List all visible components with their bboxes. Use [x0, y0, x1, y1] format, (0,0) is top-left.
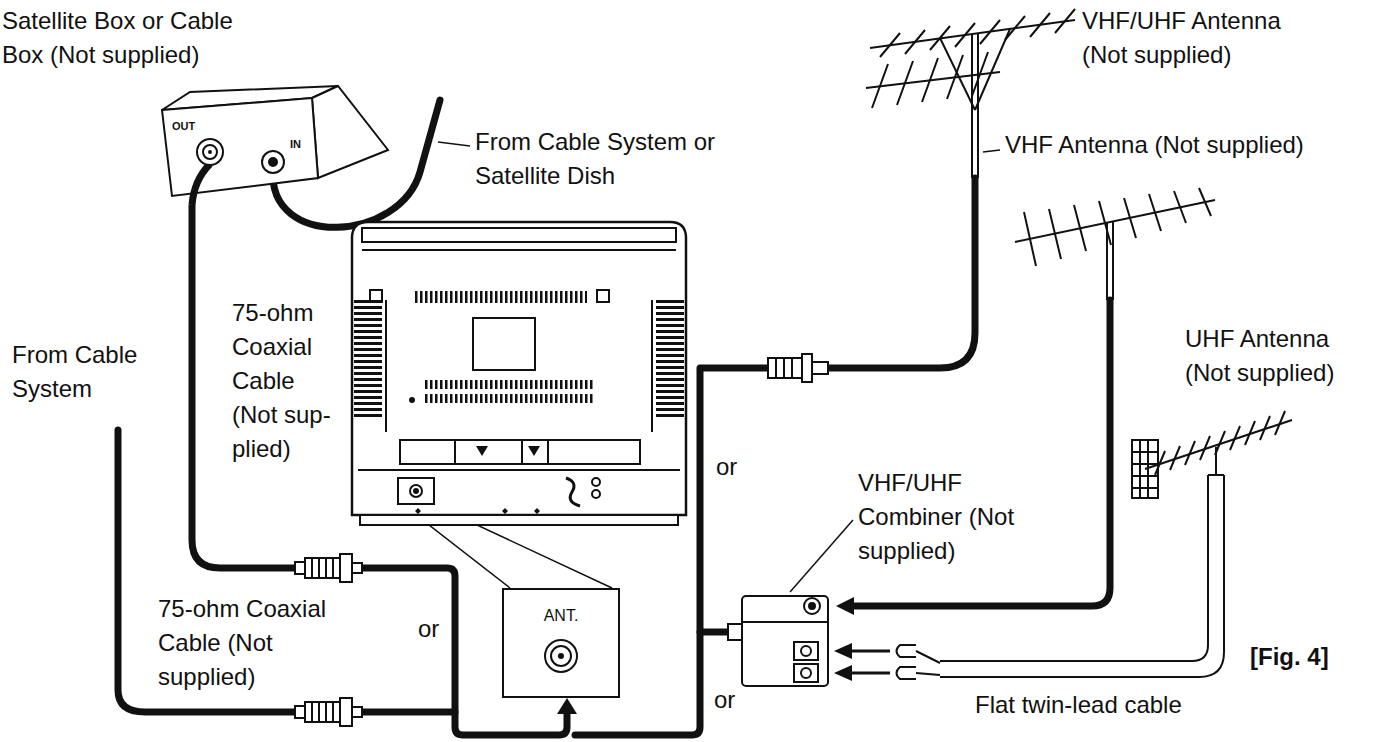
box-front	[162, 98, 318, 196]
combiner-label: VHF/UHF Combiner (Not supplied)	[858, 466, 1028, 568]
coax-cable	[700, 629, 728, 636]
satellite-box: Satellite Box or Cable Box (Not supplied…	[158, 80, 398, 205]
coax-cable	[852, 300, 1110, 606]
vhf-antenna	[1015, 188, 1215, 300]
antenna-label: VHF Antenna (Not supplied)	[1005, 128, 1304, 162]
source-label: From Cable System	[12, 338, 174, 406]
antenna-jack	[558, 653, 564, 659]
cable-label: From Cable System or Satellite Dish	[475, 125, 737, 193]
coax-cable	[828, 178, 975, 368]
port-label: OUT	[172, 120, 195, 133]
coax-cable	[192, 164, 210, 205]
port-label: IN	[290, 138, 301, 151]
out-connector	[197, 139, 223, 165]
arrow-head	[557, 698, 577, 714]
uhf-antenna	[1132, 411, 1292, 498]
or-label: or	[716, 450, 737, 484]
cable-label: 75-ohm Coaxial Cable (Not supplied)	[158, 592, 343, 694]
satellite-box-outline	[158, 80, 398, 205]
vhf-uhf-combiner	[728, 596, 828, 686]
antenna-label: UHF Antenna (Not supplied)	[1185, 322, 1357, 390]
antenna-jack-inset: ANT.	[502, 588, 620, 698]
tv-rear	[352, 222, 686, 525]
or-label: or	[714, 683, 735, 717]
antenna-jack	[551, 646, 571, 666]
jack-label: ANT.	[504, 606, 618, 626]
box-label: Satellite Box or Cable Box (Not supplied…	[2, 4, 272, 72]
arrow-head	[836, 597, 854, 615]
coax-plug	[768, 354, 828, 382]
cable-label: Flat twin-lead cable	[975, 688, 1182, 722]
arrow-head	[834, 643, 852, 659]
antenna-jack-inset-outline	[504, 590, 618, 696]
figure-number: [Fig. 4]	[1250, 640, 1329, 674]
antenna-label: VHF/UHF Antenna (Not supplied)	[1082, 4, 1292, 72]
cable-label: 75-ohm Coaxial Cable (Not sup- plied)	[232, 296, 344, 466]
box-side	[312, 86, 388, 178]
coax-plug	[295, 554, 362, 582]
or-label: or	[418, 612, 439, 646]
in-connector	[262, 151, 284, 173]
out-connector	[203, 145, 217, 159]
coax-cables	[118, 100, 1110, 735]
antenna-jack	[545, 640, 577, 672]
arrow-head	[834, 665, 852, 681]
out-connector	[208, 150, 212, 154]
coax-plug	[295, 698, 362, 726]
in-connector	[268, 157, 278, 167]
